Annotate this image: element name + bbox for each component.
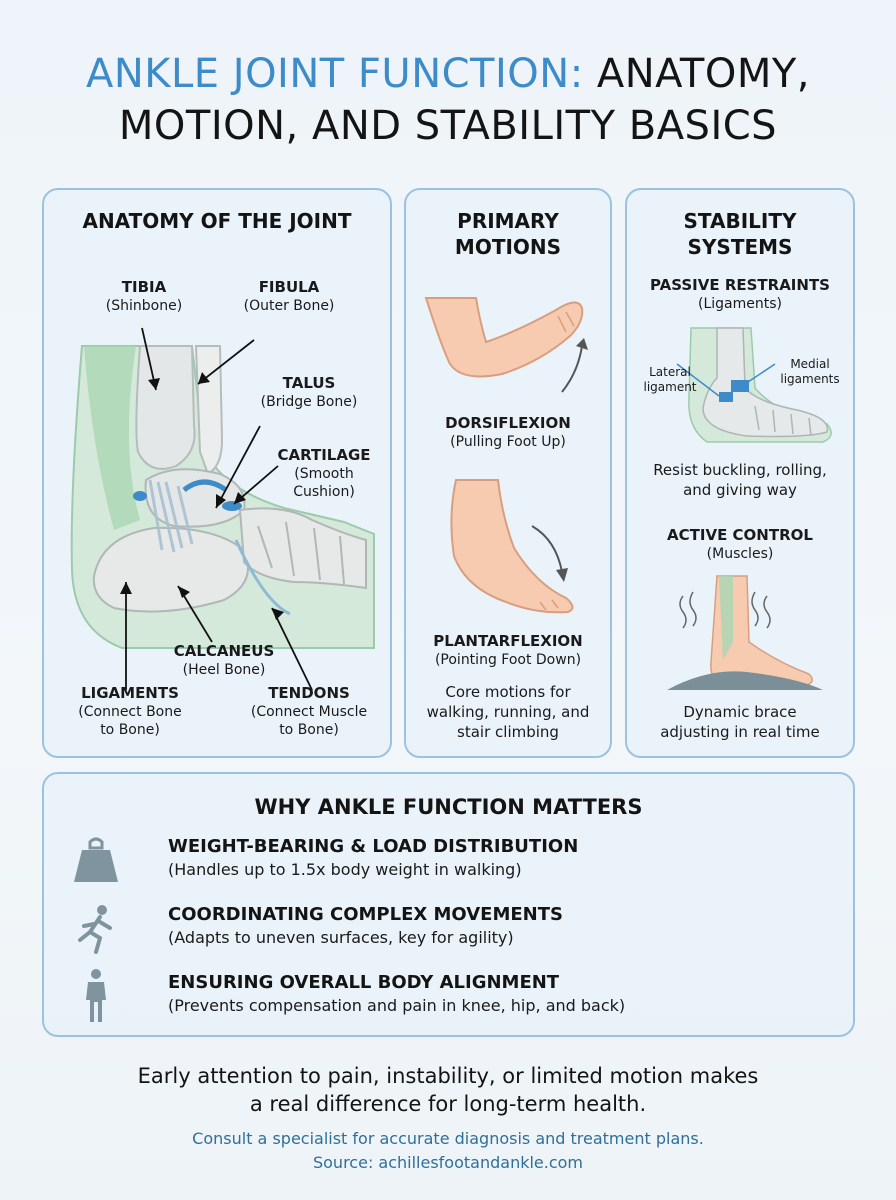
motions-panel: PRIMARY MOTIONS DORSIFLEXION (Pulling Fo… [404, 188, 612, 758]
label-tendons: TENDONS (Connect Muscle to Bone) [250, 684, 368, 738]
stability-panel: STABILITY SYSTEMS PASSIVE RESTRAINTS (Li… [625, 188, 855, 758]
label-calcaneus: CALCANEUS (Heel Bone) [173, 642, 275, 678]
running-person-icon [78, 905, 112, 954]
calcaneus-bone [92, 526, 249, 613]
label-cartilage: CARTILAGE (Smooth Cushion) [277, 446, 371, 500]
stability-heading: STABILITY SYSTEMS [683, 209, 797, 259]
plantarflexion-illustration [450, 479, 574, 614]
dorsiflexion-illustration [424, 297, 588, 393]
why-item-movement: COORDINATING COMPLEX MOVEMENTS (Adapts t… [72, 904, 832, 964]
active-note: Dynamic brace adjusting in real time [660, 703, 820, 741]
weight-icon [74, 837, 118, 882]
anatomy-panel: ANATOMY OF THE JOINT [42, 188, 392, 758]
active-control-illustration [667, 575, 823, 690]
title-rest: ANATOMY, [596, 51, 811, 97]
label-fibula: FIBULA (Outer Bone) [243, 278, 335, 314]
motions-note: Core motions for walking, running, and s… [426, 683, 590, 741]
passive-note: Resist buckling, rolling, and giving way [653, 461, 827, 499]
small-foot-bones [702, 327, 829, 438]
tendon-line [234, 539, 291, 616]
ligament-fibers [148, 479, 194, 553]
label-passive-restraints: PASSIVE RESTRAINTS (Ligaments) [650, 276, 830, 312]
label-active-control: ACTIVE CONTROL (Muscles) [667, 526, 813, 562]
why-item-alignment: ENSURING OVERALL BODY ALIGNMENT (Prevent… [72, 969, 832, 1032]
label-dorsiflexion: DORSIFLEXION (Pulling Foot Up) [445, 414, 571, 450]
why-heading: WHY ANKLE FUNCTION MATTERS [254, 795, 643, 819]
label-plantarflexion: PLANTARFLEXION (Pointing Foot Down) [433, 632, 583, 668]
footer-consult: Consult a specialist for accurate diagno… [0, 1127, 896, 1175]
plantarflexion-foot [450, 479, 574, 614]
lateral-ligament-band [719, 392, 733, 402]
standing-person-icon [86, 969, 106, 1022]
dorsiflexion-foot [424, 297, 584, 378]
plantarflexion-arrow [531, 525, 563, 573]
tibia-bone [135, 345, 196, 470]
label-lateral-ligament: Lateral ligament [643, 365, 697, 394]
dorsiflexion-arrow [561, 345, 583, 393]
medial-ligament-band [731, 380, 749, 392]
source-link: Source: achillesfootandankle.com [312, 1153, 584, 1172]
page-title: ANKLE JOINT FUNCTION: ANATOMY, MOTION, A… [0, 48, 896, 152]
cartilage-dot-left [133, 491, 147, 501]
uneven-surface-wedge [667, 671, 823, 690]
label-tibia: TIBIA (Shinbone) [105, 278, 183, 314]
motions-heading: PRIMARY MOTIONS [454, 209, 562, 259]
footer-message: Early attention to pain, instability, or… [137, 1064, 759, 1116]
title-accent: ANKLE JOINT FUNCTION: [85, 51, 584, 97]
achilles-tendon-shape [84, 346, 140, 530]
label-ligaments: LIGAMENTS (Connect Bone to Bone) [78, 684, 182, 738]
cartilage-dot-right [222, 501, 242, 511]
label-talus: TALUS (Bridge Bone) [260, 374, 358, 410]
anatomy-heading: ANATOMY OF THE JOINT [82, 209, 352, 233]
title-line-1: ANKLE JOINT FUNCTION: ANATOMY, [0, 48, 896, 100]
title-line-2: MOTION, AND STABILITY BASICS [118, 103, 778, 149]
passive-ligament-illustration [676, 327, 832, 443]
label-medial-ligaments: Medial ligaments [780, 357, 840, 386]
cartilage-arc [182, 479, 228, 493]
why-panel: WHY ANKLE FUNCTION MATTERS WEIGHT-BEARIN… [42, 772, 855, 1037]
why-item-weight: WEIGHT-BEARING & LOAD DISTRIBUTION (Hand… [72, 836, 832, 896]
ankle-anatomy-illustration [70, 327, 375, 691]
